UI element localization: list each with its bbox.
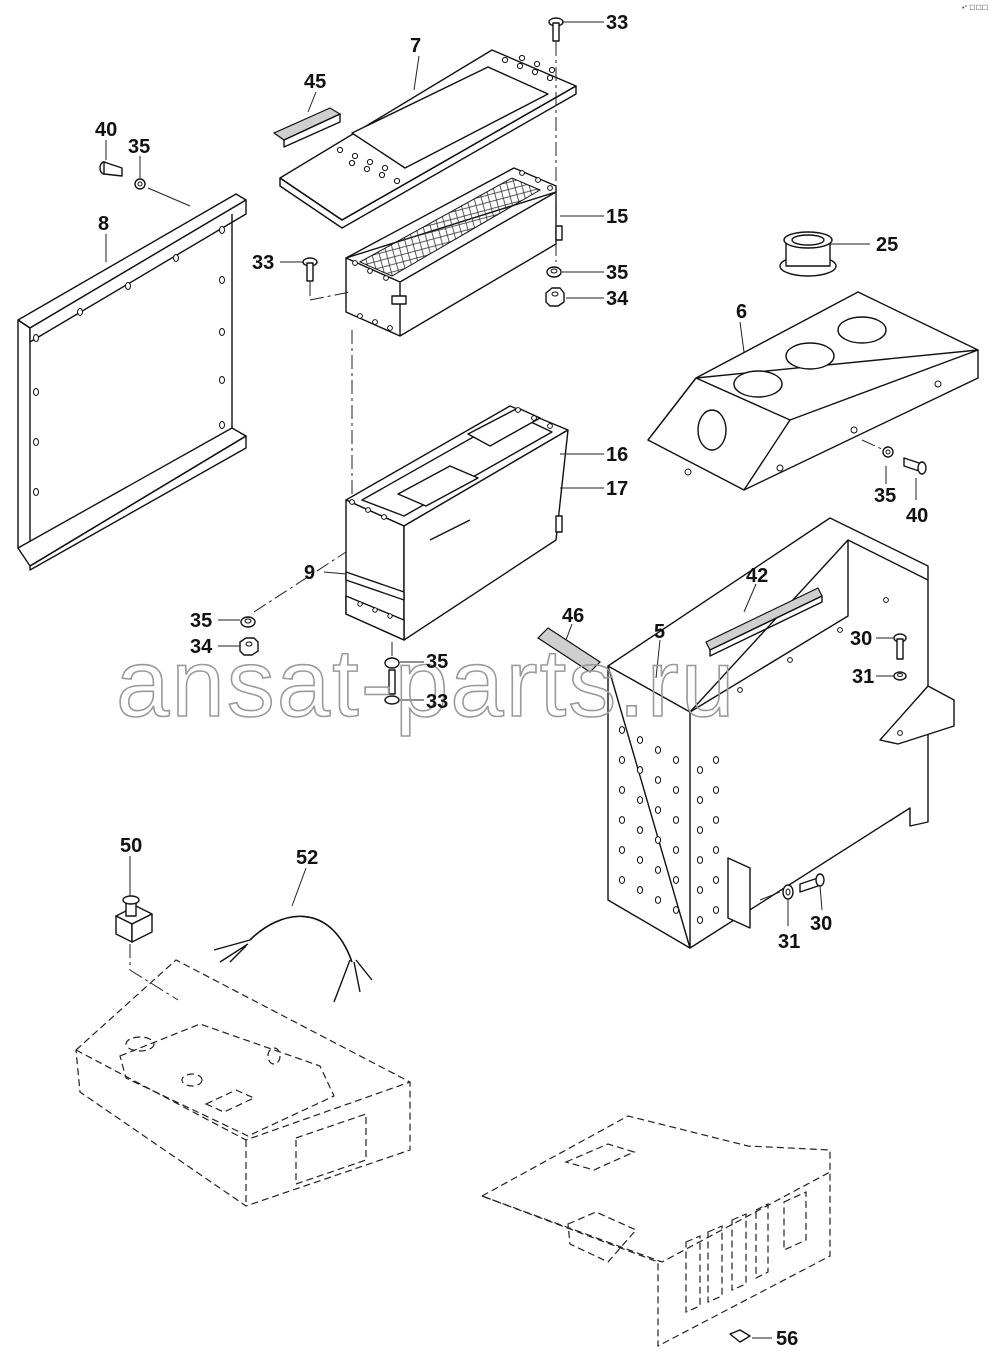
corner-mark: •° ☐☐☐ [962, 4, 988, 12]
part-25-grommet [779, 231, 837, 277]
part-33-bolt-lower [384, 669, 400, 705]
part-40-bolt-left [99, 161, 123, 177]
callout-40-left: 40 [95, 119, 117, 141]
callout-46: 46 [562, 605, 584, 627]
part-42-strip [705, 587, 823, 657]
callout-35-lower: 35 [426, 651, 448, 673]
part-9-bracket [345, 571, 405, 641]
part-46-edge-trim [537, 627, 601, 673]
callout-9: 9 [304, 562, 315, 584]
part-8-side-frame [17, 193, 247, 571]
part-7-top-cover [279, 49, 577, 229]
part-31-washer-upper [893, 671, 907, 681]
part-33-bolt-mid [302, 257, 318, 282]
callout-8: 8 [98, 213, 109, 235]
part-35-washer-lower-left [240, 616, 256, 628]
lower-left-housing-dashed [75, 959, 411, 1207]
part-6-cover [647, 291, 979, 491]
callout-33-lower: 33 [426, 691, 448, 713]
part-30-bolt-lower [799, 873, 825, 893]
part-31-washer-lower [782, 884, 794, 900]
callouts: 7 45 33 40 35 8 33 15 35 34 25 6 16 17 3… [95, 12, 928, 1350]
watermark: ansat-parts.ru [116, 630, 736, 737]
leader-lines [105, 21, 917, 1339]
callout-42: 42 [746, 565, 768, 587]
part-35-washer-lower [384, 657, 400, 669]
callout-25: 25 [876, 234, 898, 256]
callout-33-top: 33 [606, 12, 628, 34]
part-40-bolt-cover [903, 457, 927, 475]
callout-30-upper: 30 [850, 628, 872, 650]
callout-33-mid: 33 [252, 252, 274, 274]
callout-35-lower-left: 35 [190, 610, 212, 632]
part-56-fuse [729, 1329, 751, 1343]
part-16-17-housing [345, 405, 569, 641]
callout-31-lower: 31 [778, 931, 800, 953]
callout-35-right: 35 [606, 262, 628, 284]
part-34-nut-lower-left [239, 637, 259, 656]
callout-34-lower-left: 34 [190, 636, 213, 658]
callout-31-upper: 31 [852, 666, 874, 688]
callout-40-cover: 40 [906, 505, 928, 527]
callout-34-right: 34 [606, 288, 629, 310]
part-5-perforated-box [607, 517, 955, 949]
callout-7: 7 [410, 35, 421, 57]
callout-6: 6 [736, 301, 747, 323]
part-35-washer-left [134, 178, 146, 190]
callout-15: 15 [606, 206, 628, 228]
part-35-washer-right [546, 266, 562, 278]
part-34-nut-right [545, 287, 565, 307]
part-45-strip [272, 107, 342, 148]
callout-35-cover: 35 [874, 485, 896, 507]
callout-30-lower: 30 [810, 913, 832, 935]
callout-45: 45 [304, 71, 326, 93]
callout-50: 50 [120, 835, 142, 857]
part-33-bolt-top [548, 17, 564, 42]
callout-35-left: 35 [128, 136, 150, 158]
callout-5: 5 [654, 621, 665, 643]
callout-52: 52 [296, 847, 318, 869]
callout-17: 17 [606, 478, 628, 500]
callout-56: 56 [776, 1328, 798, 1350]
callout-16: 16 [606, 444, 628, 466]
lower-right-panel-dashed [480, 1115, 831, 1347]
part-52-wire-harness [213, 915, 373, 1003]
part-35-washer-cover [882, 446, 894, 458]
part-50-switch [115, 895, 153, 943]
